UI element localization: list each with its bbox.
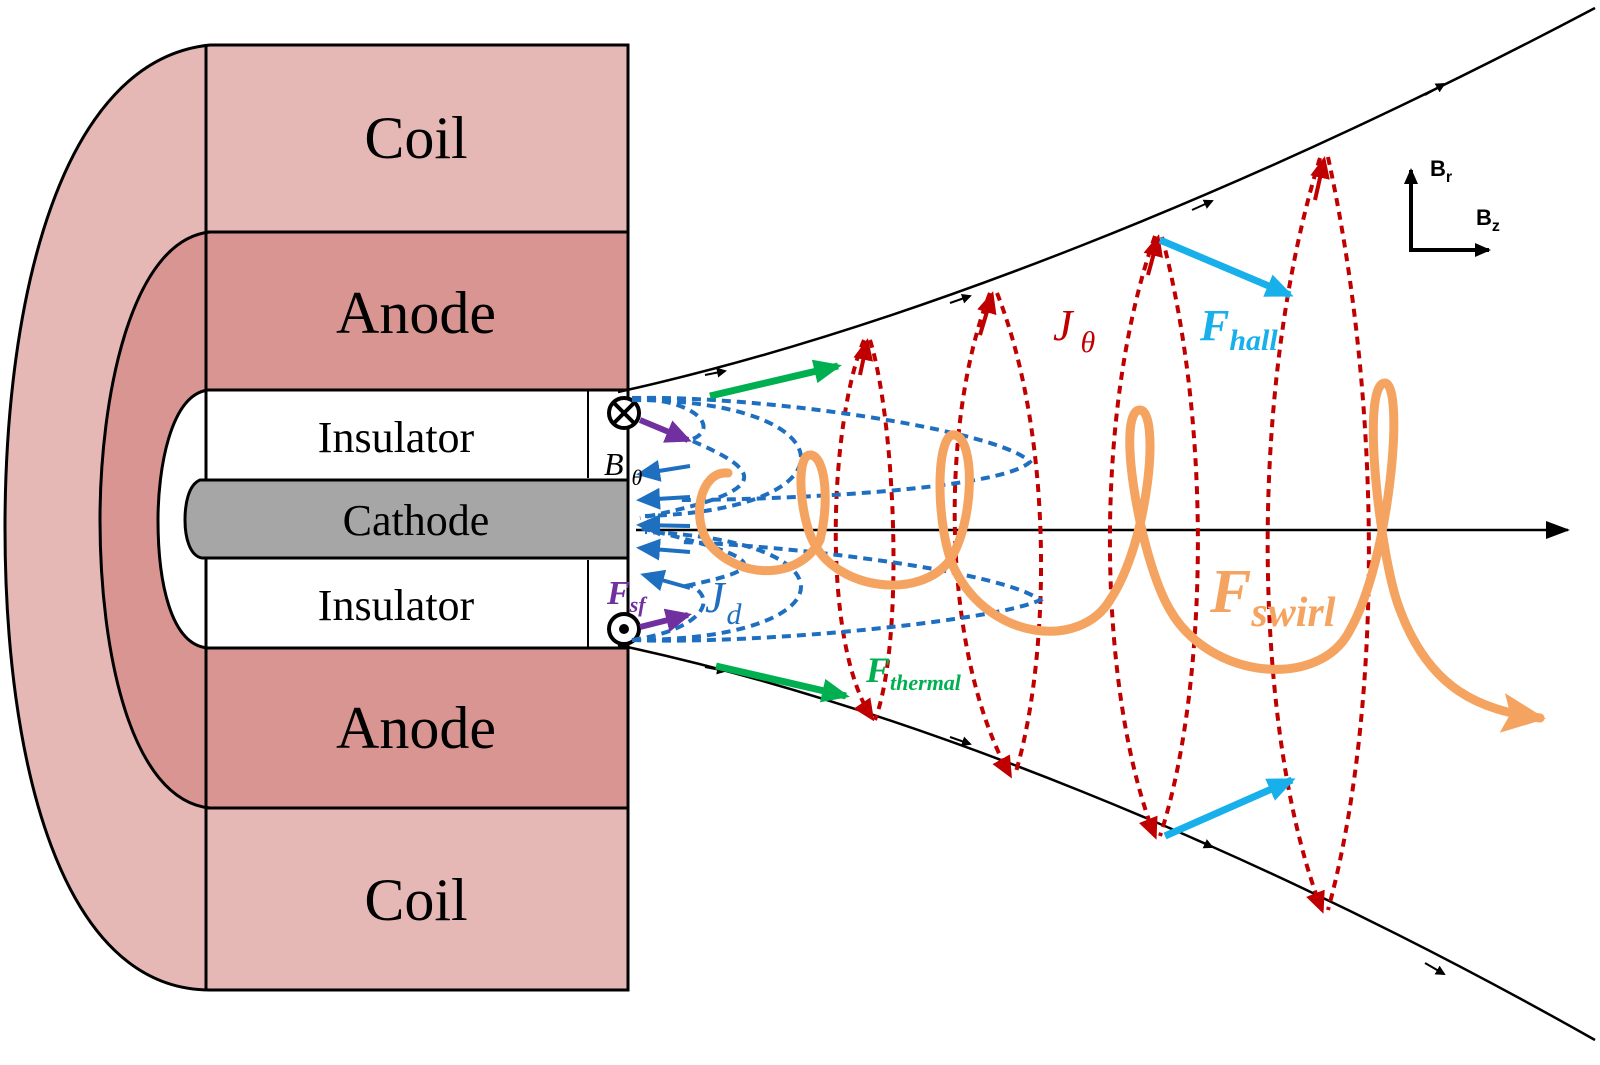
j-theta-loops [833,156,1371,914]
j-theta-arrow [977,291,997,336]
insulator-label-bottom: Insulator [318,581,475,630]
j-theta-arrow [1143,234,1163,276]
field-arrow [949,736,972,747]
field-components-axes [1404,168,1491,257]
anode-label-top: Anode [336,280,496,346]
j-d-line [631,530,803,642]
field-arrow [1191,837,1214,849]
j-theta-loop [952,292,1012,779]
f-hall-arrow [1163,776,1296,840]
j-d-line [631,398,803,518]
j-d-arrow [636,487,691,510]
j-theta-loop [868,339,896,721]
j-d-current-lines [631,395,1044,643]
j-d-label: Jd [705,573,743,631]
j-d-arrow [636,459,691,482]
field-arrow [949,293,972,304]
j-d-arrow [636,538,691,561]
current-into-page-icon [607,396,641,430]
field-arrow [1424,82,1446,96]
coil-label-top: Coil [364,105,467,171]
f-sf-arrow [639,608,692,632]
insulator-label-top: Insulator [318,413,475,462]
f-swirl-label: Fswirl [1209,558,1336,636]
current-out-of-page-icon [607,612,641,646]
j-d-line [631,396,746,520]
j-theta-loop [1265,157,1325,914]
field-line-bottom [617,643,1596,1042]
j-theta-loop [1326,156,1371,911]
j-d-line [631,540,1044,643]
j-theta-loop [1107,235,1158,840]
field-line-top [617,6,1596,394]
j-d-arrow [636,514,691,537]
b-z-label: Bz [1476,205,1500,235]
f-sf-label: Fsf [606,575,648,617]
j-theta-arrow [1310,156,1330,201]
field-arrow [1424,962,1446,976]
j-theta-loop [833,339,875,722]
cathode-body [183,478,630,560]
field-arrow [704,367,727,378]
j-theta-arrow [853,338,874,376]
f-sf-arrow [638,417,692,443]
field-arrow [1191,199,1214,211]
f-thermal-arrow [709,359,842,400]
b-r-label: Br [1430,156,1452,186]
j-theta-loop [995,292,1044,776]
j-d-arrow [640,569,691,592]
f-thermal-arrow [715,662,850,703]
anode-label-bottom: Anode [336,695,496,761]
f-thermal-label: Fthermal [865,650,962,695]
f-hall-arrow [1158,236,1294,299]
cathode-label: Cathode [343,496,490,545]
f-swirl-helix [695,378,1546,733]
j-theta-loop [1158,236,1200,837]
coil-label-bottom: Coil [364,867,467,933]
f-hall-label: Fhall [1199,301,1278,357]
